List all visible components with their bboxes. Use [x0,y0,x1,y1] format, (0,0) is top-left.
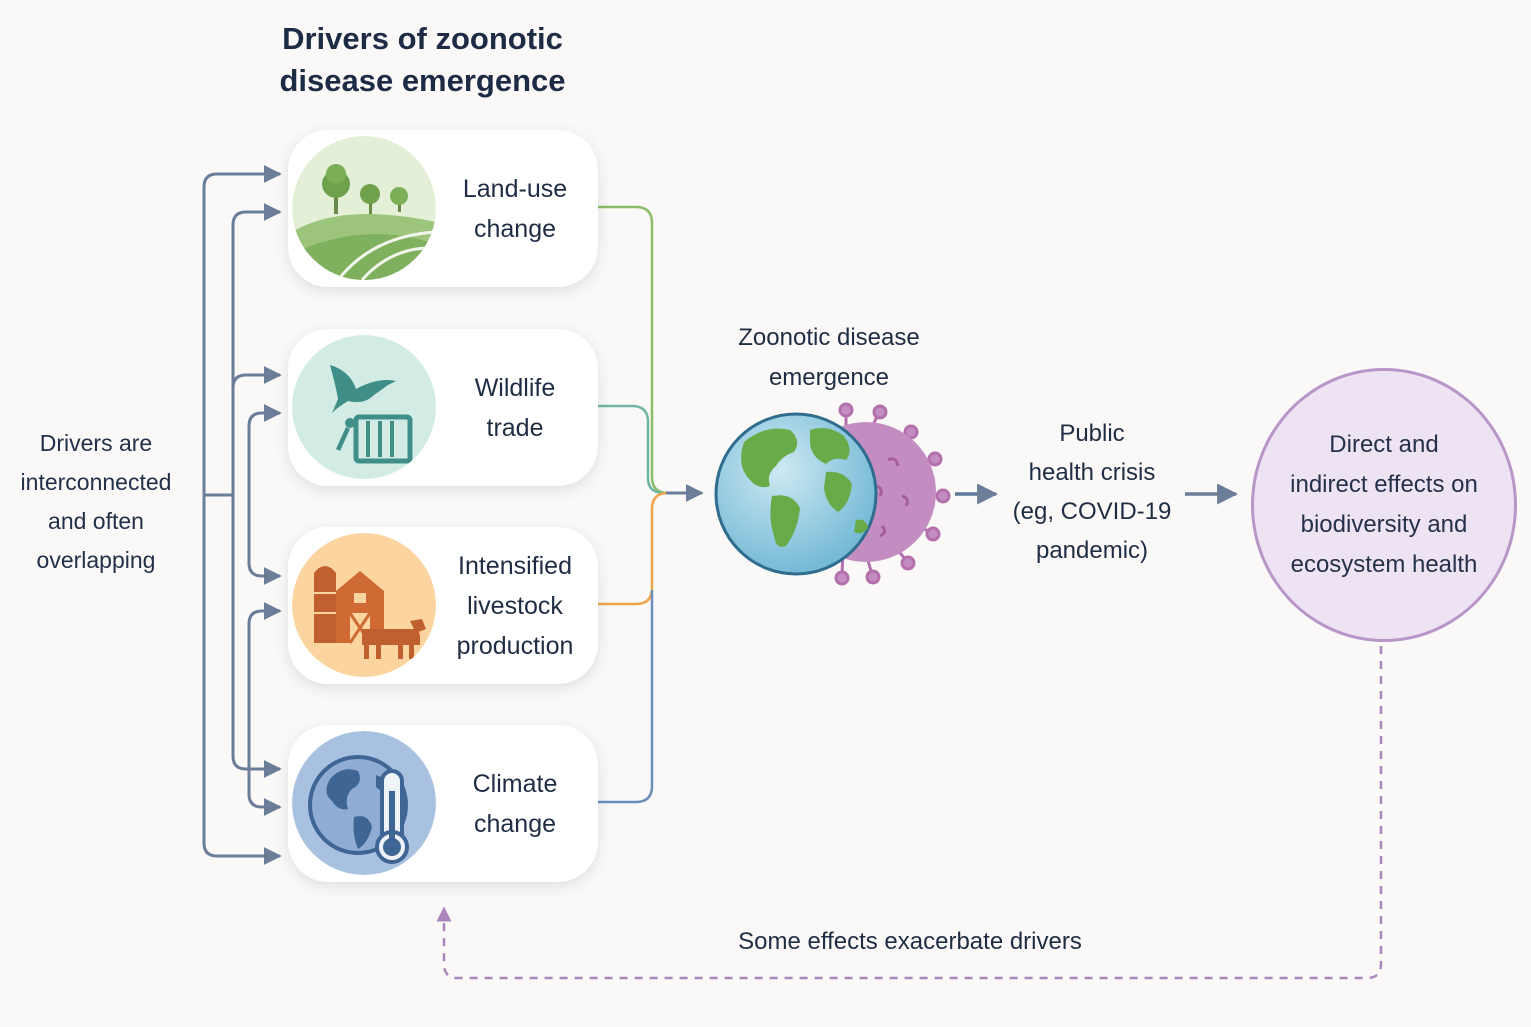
bus-livestock-climate [247,602,282,816]
feedback-label: Some effects exacerbate drivers [738,928,1082,955]
wildlife-trade-icon [292,335,436,479]
crisis-line-4: pandemic) [1035,537,1149,564]
livestock-line-3: production [456,631,574,660]
note-line-4: overlapping [36,547,156,573]
crisis-line-1: Public [1059,420,1125,447]
climate-line-1: Climate [472,769,558,798]
bus-wildlife-branch [204,366,282,497]
bus-middle [231,203,282,778]
bus-wildlife-livestock [247,404,282,585]
title-line-2: disease emergence [279,63,566,98]
center-line-1: Zoonotic disease [738,324,920,351]
climate-line-2: change [473,809,557,838]
diagram-title: Drivers of zoonotic disease emergence [230,18,615,102]
driver-label-climate: Climate change [438,725,592,882]
land-use-icon [292,136,436,280]
zoonotic-emergence-label: Zoonotic disease emergence [700,318,958,398]
driver-card-climate: Climate change [288,725,598,882]
land-use-line-1: Land-use [462,174,568,203]
livestock-barn-icon [292,533,436,677]
livestock-line-2: livestock [467,591,563,620]
driver-label-livestock: Intensified livestock production [438,527,592,684]
center-line-2: emergence [768,364,890,391]
note-line-2: interconnected [20,469,172,495]
note-line-3: and often [48,508,144,534]
driver-card-livestock: Intensified livestock production [288,527,598,684]
driver-connectors [598,205,704,804]
bus-outer [202,165,282,865]
connector-land-use [598,205,688,495]
connector-climate [598,590,654,804]
connector-livestock [598,491,669,606]
land-use-line-2: change [473,214,557,243]
effects-line-4: ecosystem health [1290,551,1478,578]
note-line-1: Drivers are [39,430,153,456]
driver-label-wildlife: Wildlife trade [438,329,592,486]
wildlife-line-1: Wildlife [474,373,556,402]
crisis-line-3: (eg, COVID-19 [1012,498,1172,525]
connector-wildlife [598,404,665,495]
driver-card-wildlife: Wildlife trade [288,329,598,486]
driver-label-land-use: Land-use change [438,130,592,287]
biodiversity-effects-circle: Direct and indirect effects on biodivers… [1251,368,1517,642]
feedback-loop [436,646,1383,980]
crisis-line-2: health crisis [1028,459,1156,486]
wildlife-line-2: trade [486,413,544,442]
interconnected-note: Drivers are interconnected and often ove… [5,424,187,580]
interconnection-arrows [202,165,282,865]
earth-globe-icon [714,412,878,576]
effects-line-1: Direct and [1329,431,1439,458]
driver-card-land-use: Land-use change [288,130,598,287]
effects-line-3: biodiversity and [1300,511,1468,538]
effects-line-2: indirect effects on [1290,471,1478,498]
title-line-1: Drivers of zoonotic [282,21,563,56]
livestock-line-1: Intensified [458,551,572,580]
public-health-crisis-label: Public health crisis (eg, COVID-19 pande… [1000,414,1184,570]
climate-thermometer-icon [292,731,436,875]
globe-virus-icon [714,402,951,586]
